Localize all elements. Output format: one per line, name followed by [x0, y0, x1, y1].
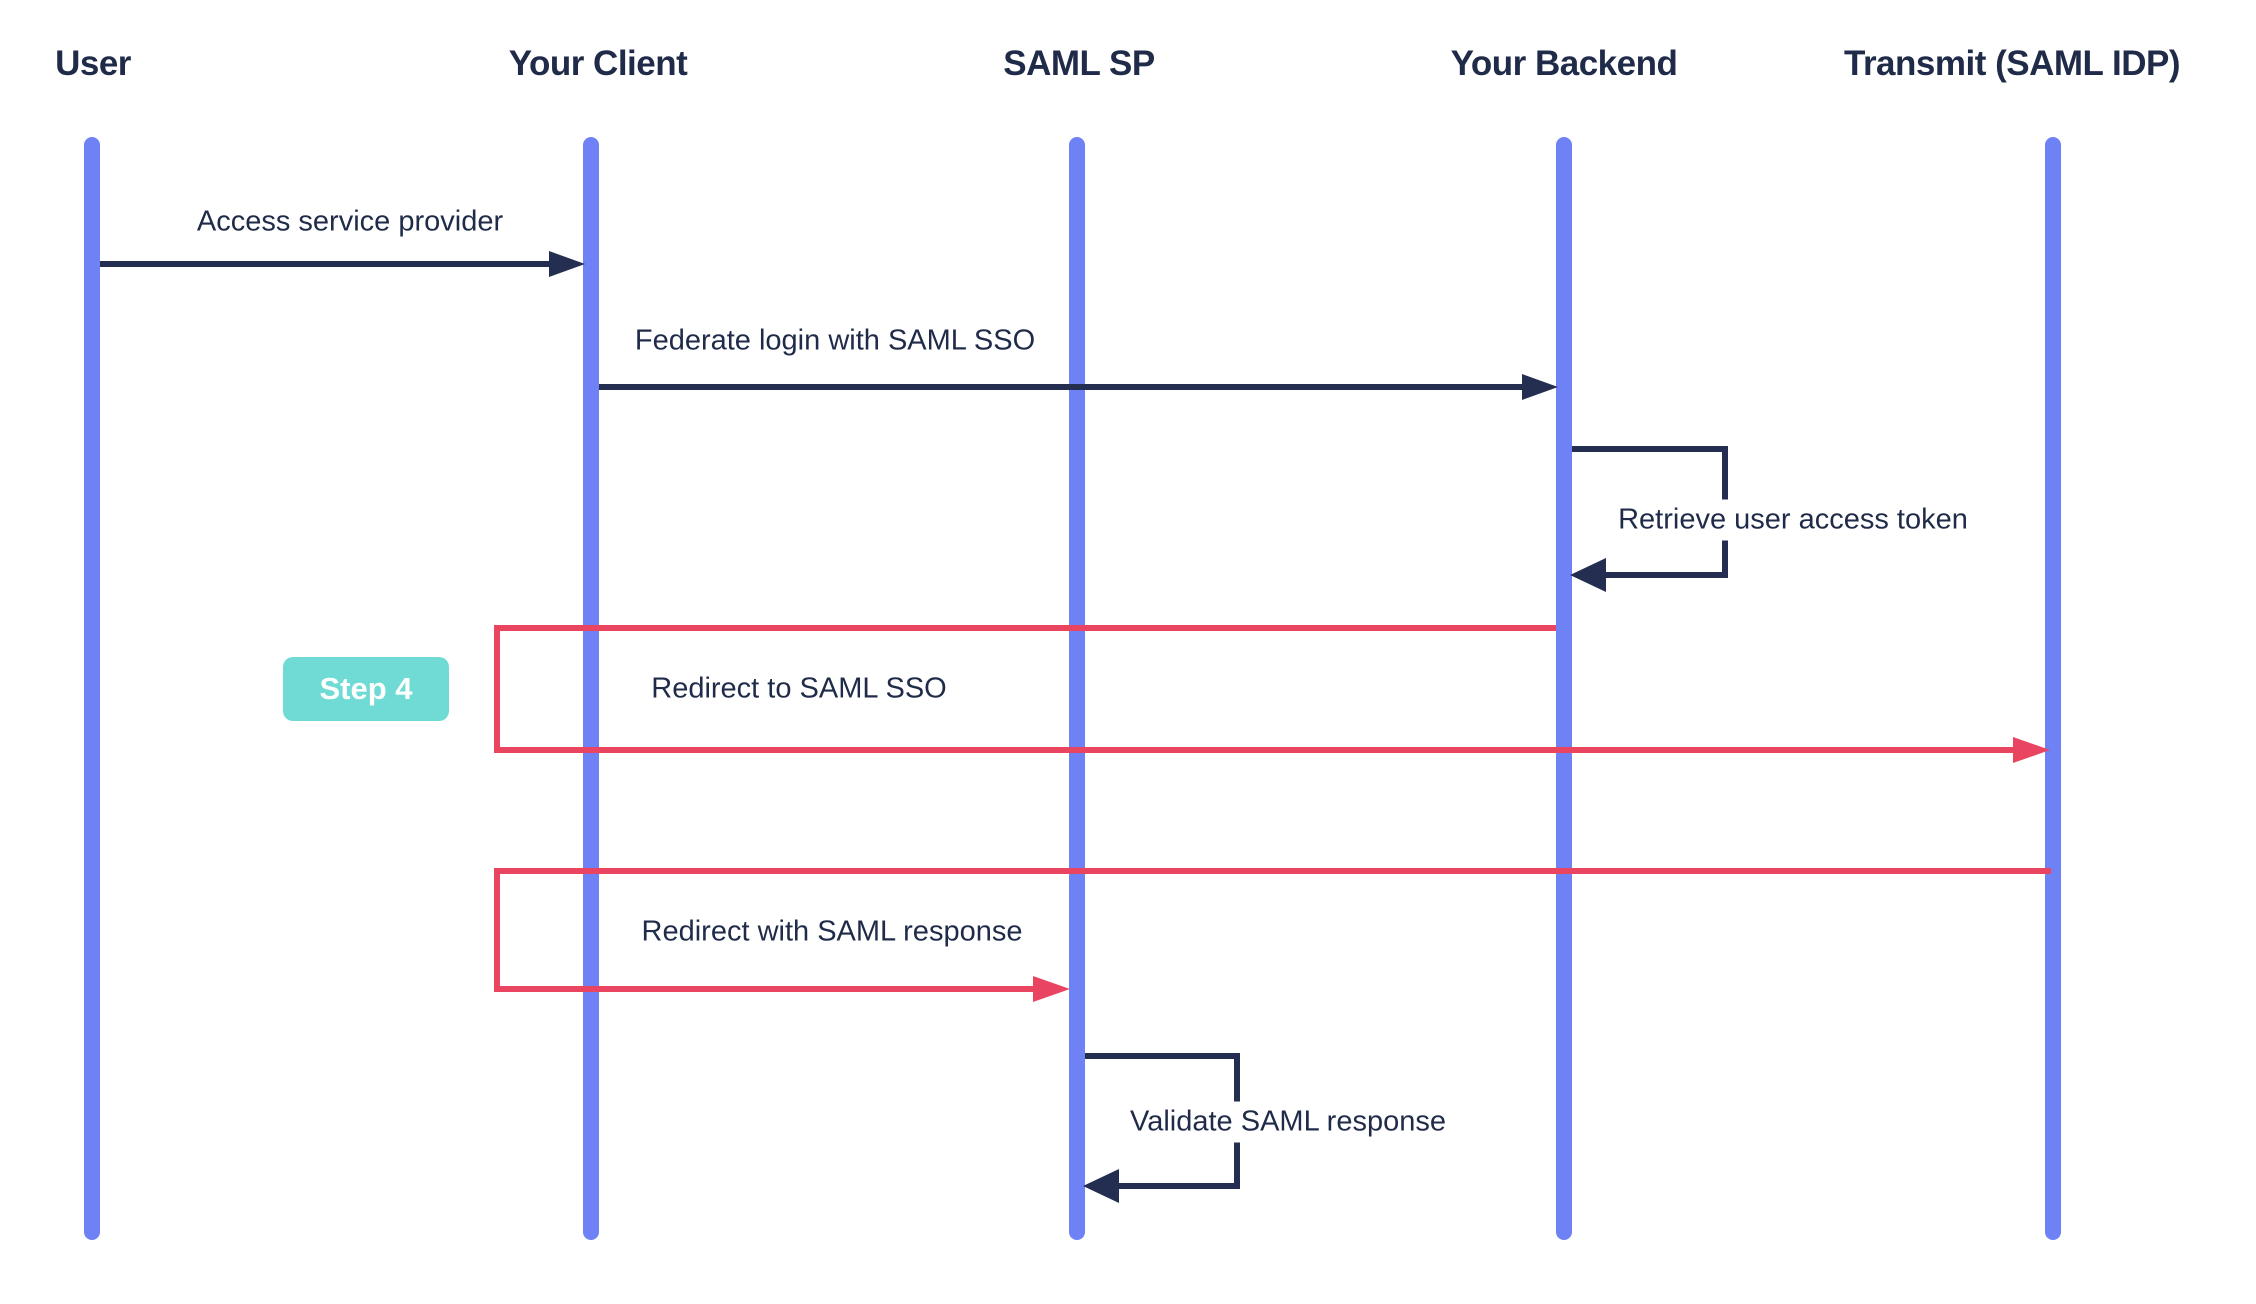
message-label-retrieve-token: Retrieve user access token [1608, 499, 1978, 541]
arrowhead-retrieve-token [1570, 558, 1606, 592]
message-label-access-service-provider: Access service provider [196, 205, 504, 238]
message-label-redirect-to-saml-sso: Redirect to SAML SSO [651, 672, 947, 705]
message-label-redirect-with-saml-response: Redirect with SAML response [641, 915, 1023, 948]
redirect-with-saml-response-path [494, 868, 2051, 992]
participant-label-your-client: Your Client [508, 44, 688, 83]
participant-label-saml-sp: SAML SP [1003, 44, 1155, 83]
message-label-validate-saml: Validate SAML response [1120, 1101, 1456, 1143]
arrowhead-redirect-with-saml-response [1033, 976, 1070, 1002]
arrowhead-redirect-to-saml-sso [2013, 737, 2050, 763]
lifeline-saml-sp [1069, 137, 1085, 1240]
participant-label-your-backend: Your Backend [1450, 44, 1678, 83]
redirect-to-saml-sso-path [494, 625, 2013, 753]
step-badge: Step 4 [283, 657, 449, 721]
arrowhead-access-service-provider [549, 251, 585, 277]
message-label-federate-login: Federate login with SAML SSO [634, 324, 1036, 357]
lifeline-transmit [2045, 137, 2061, 1240]
participant-label-user: User [55, 44, 131, 83]
arrowhead-validate-saml [1083, 1169, 1119, 1203]
lifeline-your-backend [1556, 137, 1572, 1240]
lifeline-user [84, 137, 100, 1240]
participant-label-transmit: Transmit (SAML IDP) [1843, 44, 2181, 83]
lifeline-your-client [583, 137, 599, 1240]
arrowhead-federate-login [1522, 374, 1558, 400]
